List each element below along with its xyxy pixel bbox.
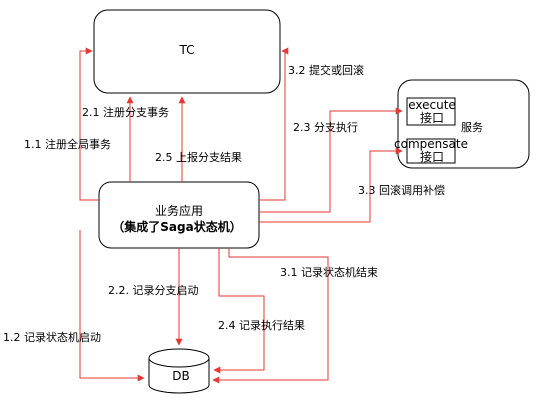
execute-interface-bottom: 接口 [420, 110, 444, 125]
business-app-subtitle: （集成了Saga状态机） [112, 219, 241, 234]
label-record-exec-result: 2.4 记录执行结果 [218, 318, 305, 332]
label-report-branch: 2.5 上报分支结果 [155, 150, 242, 164]
label-commit-rollback: 3.2 提交或回滚 [288, 63, 364, 77]
edge-record-sm-end [212, 248, 329, 384]
service-label: 服务 [461, 121, 483, 134]
edge-commit-rollback [259, 47, 289, 201]
edge-register-global [79, 47, 99, 201]
label-record-sm-start: 1.2 记录状态机启动 [3, 330, 101, 344]
edge-rollback-compensate [259, 147, 403, 223]
tc-node[interactable]: TC [93, 9, 281, 94]
label-register-global: 1.1 注册全局事务 [24, 137, 111, 151]
tc-label: TC [178, 43, 194, 57]
business-app-title: 业务应用 [155, 203, 203, 218]
edge-record-sm-start [79, 230, 145, 382]
db-label: DB [172, 369, 189, 383]
edge-record-exec-result [213, 248, 265, 374]
label-branch-execute: 2.3 分支执行 [293, 120, 358, 134]
label-register-branch: 2.1 注册分支事务 [82, 105, 169, 119]
compensate-interface-node[interactable]: compensate 接口 [394, 137, 468, 164]
execute-interface-top: execute [408, 98, 456, 112]
business-app-node[interactable]: 业务应用 （集成了Saga状态机） [98, 181, 260, 249]
edge-branch-execute [259, 107, 403, 213]
label-record-branch-start: 2.2. 记录分支启动 [108, 284, 199, 297]
label-rollback-compensate: 3.3 回滚调用补偿 [358, 183, 445, 197]
execute-interface-node[interactable]: execute 接口 [406, 97, 456, 126]
label-record-sm-end: 3.1 记录状态机结束 [280, 265, 378, 279]
compensate-interface-top: compensate [394, 137, 468, 151]
compensate-interface-bottom: 接口 [420, 149, 444, 164]
db-node[interactable]: DB [148, 348, 210, 394]
